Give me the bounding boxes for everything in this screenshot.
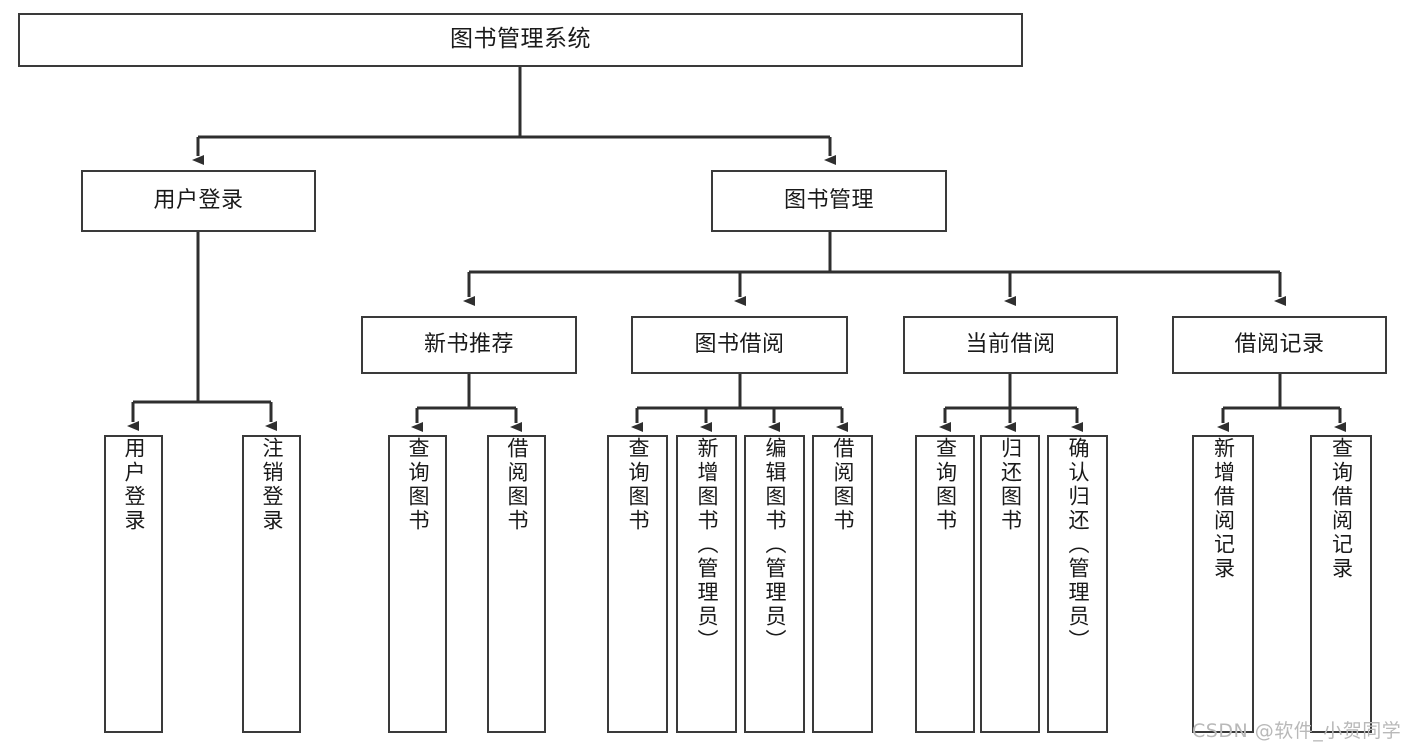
node-label: 注销登录 [260, 437, 284, 533]
node-label: 确认归还（管理员） [1066, 437, 1090, 653]
node-label: 编辑图书（管理员） [763, 437, 787, 653]
node-label: 借阅记录 [1234, 331, 1325, 357]
node-book-borrow[interactable]: 图书借阅 [631, 316, 848, 374]
node-label: 图书借阅 [694, 331, 785, 357]
node-label: 查询图书 [626, 437, 650, 533]
node-label: 归还图书 [998, 437, 1023, 533]
node-label: 借阅图书 [505, 437, 529, 533]
leaf-query-book-current[interactable]: 查询图书 [915, 435, 975, 733]
leaf-query-book-borrow[interactable]: 查询图书 [607, 435, 668, 733]
node-label: 新增图书（管理员） [695, 437, 719, 653]
node-label: 图书管理 [783, 187, 874, 213]
node-label: 用户登录 [122, 437, 146, 533]
node-label: 用户登录 [153, 187, 244, 213]
leaf-add-record[interactable]: 新增借阅记录 [1192, 435, 1254, 733]
node-current-borrow[interactable]: 当前借阅 [903, 316, 1118, 374]
node-label: 借阅图书 [831, 437, 855, 533]
node-user-login[interactable]: 用户登录 [81, 170, 316, 232]
leaf-borrow-book-new[interactable]: 借阅图书 [487, 435, 546, 733]
watermark-text: CSDN @软件_小贺同学 [1192, 720, 1402, 742]
watermark-csdn: CSDN @软件_小贺同学 [1192, 716, 1401, 743]
node-label: 查询图书 [933, 437, 958, 533]
node-label: 查询借阅记录 [1329, 437, 1354, 581]
node-label: 查询图书 [406, 437, 430, 533]
leaf-confirm-return[interactable]: 确认归还（管理员） [1047, 435, 1108, 733]
leaf-edit-book[interactable]: 编辑图书（管理员） [744, 435, 805, 733]
node-label: 新书推荐 [423, 331, 514, 357]
leaf-borrow-book-borrow[interactable]: 借阅图书 [812, 435, 873, 733]
node-new-book-recommend[interactable]: 新书推荐 [361, 316, 577, 374]
node-borrow-record[interactable]: 借阅记录 [1172, 316, 1387, 374]
node-root-system[interactable]: 图书管理系统 [18, 13, 1023, 67]
node-label: 当前借阅 [965, 331, 1056, 357]
leaf-logout[interactable]: 注销登录 [242, 435, 301, 733]
node-label: 新增借阅记录 [1211, 437, 1236, 581]
node-label: 图书管理系统 [450, 26, 591, 53]
node-book-management[interactable]: 图书管理 [711, 170, 947, 232]
leaf-query-record[interactable]: 查询借阅记录 [1310, 435, 1372, 733]
leaf-user-login[interactable]: 用户登录 [104, 435, 163, 733]
leaf-return-book[interactable]: 归还图书 [980, 435, 1040, 733]
leaf-add-book[interactable]: 新增图书（管理员） [676, 435, 737, 733]
leaf-query-book-new[interactable]: 查询图书 [388, 435, 447, 733]
